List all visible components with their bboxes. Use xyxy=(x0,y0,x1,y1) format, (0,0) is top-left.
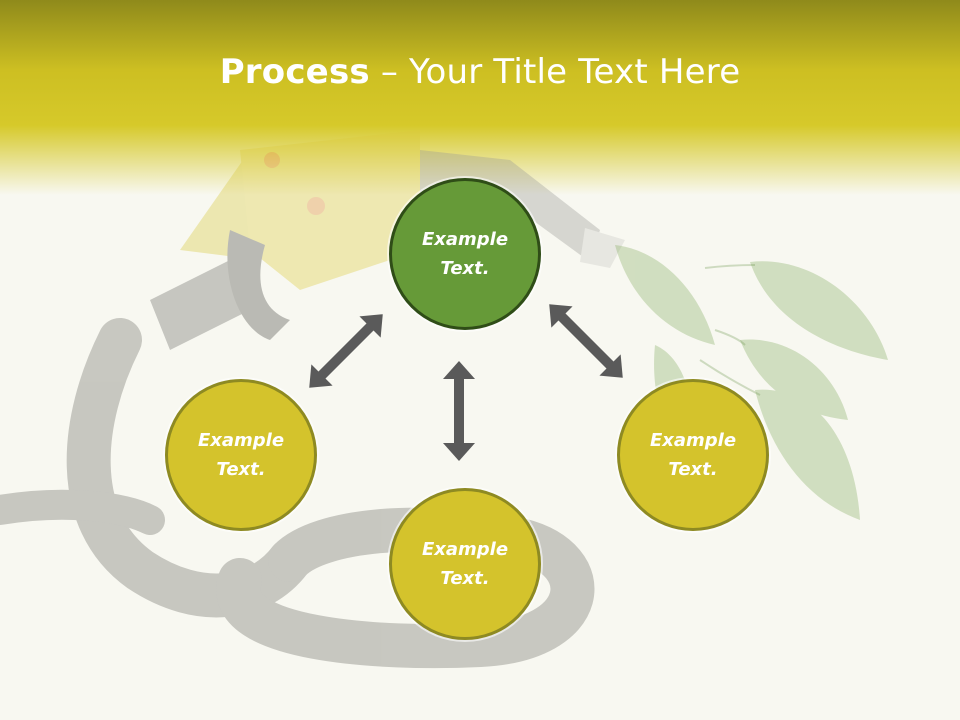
node-bottom-line2: Text. xyxy=(440,568,490,589)
node-right-line1: Example xyxy=(649,430,737,451)
title-rest: – Your Title Text Here xyxy=(369,52,741,92)
double-arrow-top-right-icon xyxy=(549,304,623,378)
slide-title: Process – Your Title Text Here xyxy=(0,52,960,92)
node-left-line1: Example xyxy=(197,430,285,451)
title-bold: Process xyxy=(219,52,370,92)
double-arrow-vertical-icon xyxy=(443,361,475,461)
node-left-line2: Text. xyxy=(216,459,266,480)
fuel-hose-icon xyxy=(0,318,595,669)
node-right-line2: Text. xyxy=(668,459,718,480)
arrows xyxy=(309,304,623,461)
node-top-line2: Text. xyxy=(440,258,490,279)
double-arrow-top-left-icon xyxy=(309,314,383,388)
header-band xyxy=(0,0,960,200)
node-bottom-line1: Example xyxy=(421,539,509,560)
node-top-line1: Example xyxy=(421,229,509,250)
